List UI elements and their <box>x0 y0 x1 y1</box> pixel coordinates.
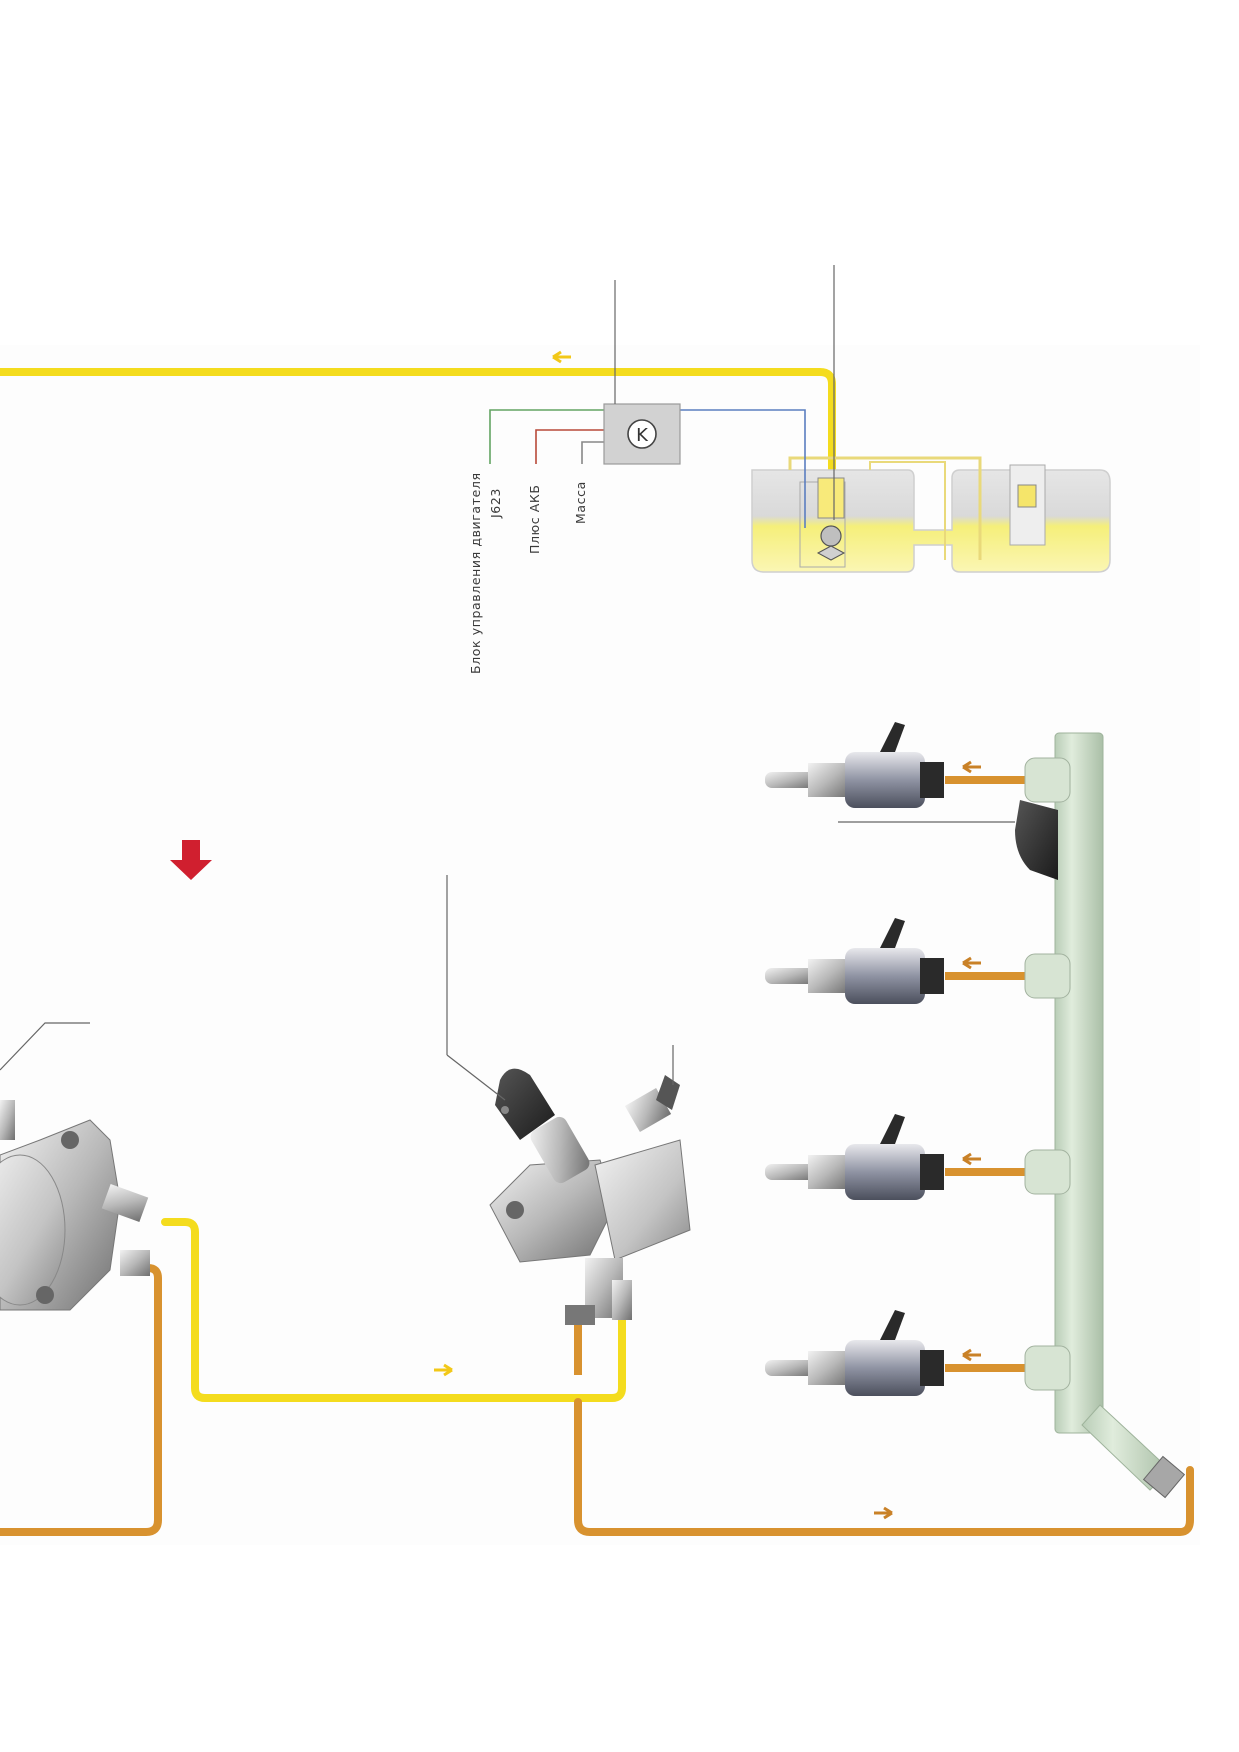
high-pressure-line-to-rail <box>574 1398 1194 1536</box>
wire-pump <box>680 409 806 528</box>
label-battery: Плюс АКБ <box>527 484 542 554</box>
label-j623-code: J623 <box>488 488 503 519</box>
injector-4 <box>765 1310 1071 1396</box>
high-pressure-pump-left <box>0 1100 150 1311</box>
rail-pressure-sensor <box>838 800 1058 880</box>
injector-1 <box>765 722 1071 808</box>
injector-3 <box>765 1114 1071 1200</box>
flow-arrow-right-yellow <box>434 1363 453 1377</box>
wire-ground <box>581 441 604 464</box>
injector-2 <box>765 918 1071 1004</box>
label-ground: Масса <box>573 481 588 524</box>
control-unit: K <box>603 403 681 465</box>
flow-arrow-right-orange <box>874 1506 893 1520</box>
leader-line-pressure-regulator-diag <box>446 1054 506 1101</box>
leader-line-left-pump <box>0 1022 90 1071</box>
fuel-rail <box>1054 732 1186 1499</box>
flow-arrow-injector-4 <box>962 1348 981 1362</box>
wire-j623 <box>489 409 604 464</box>
control-unit-symbol: K <box>636 425 649 446</box>
flow-arrow-injector-1 <box>962 760 981 774</box>
low-pressure-line-bottom <box>161 1218 626 1402</box>
control-unit-k-icon <box>627 419 657 449</box>
flow-arrow-injector-2 <box>962 956 981 970</box>
red-direction-arrow <box>170 840 212 880</box>
high-pressure-line-left <box>0 1264 162 1536</box>
flow-arrow-injector-3 <box>962 1152 981 1166</box>
wire-battery <box>535 429 604 464</box>
fuel-pump-module <box>816 477 846 561</box>
low-pressure-line-top <box>0 368 836 474</box>
high-pressure-pump-right <box>489 1068 691 1325</box>
label-j623: Блок управления двигателя <box>468 472 483 674</box>
flow-arrow-left <box>552 350 571 364</box>
